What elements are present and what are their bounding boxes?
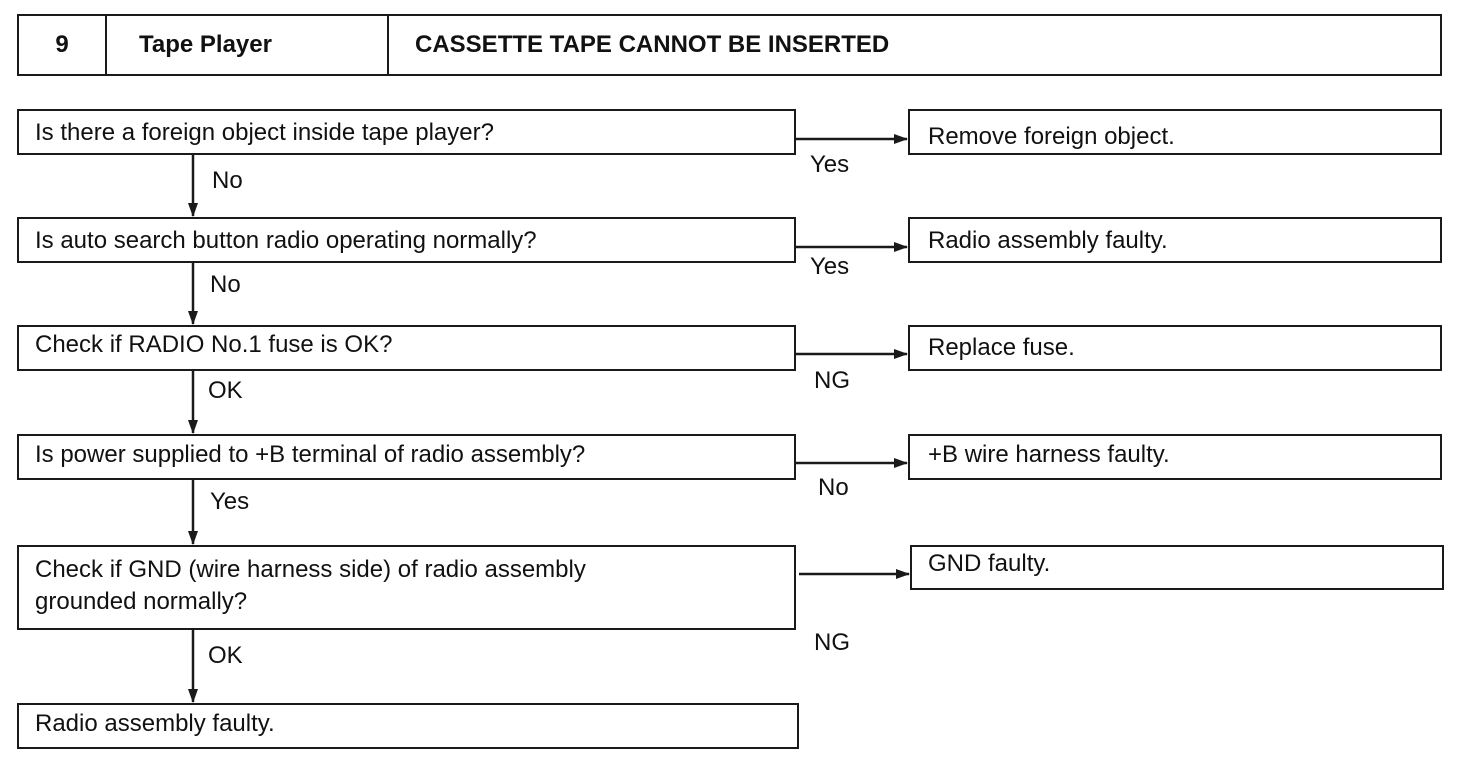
question-text: Is power supplied to +B terminal of radi… — [35, 441, 586, 468]
result-box-3: Replace fuse. — [908, 325, 1442, 371]
result-box-1: Remove foreign object. — [908, 109, 1442, 155]
branch-label: NG — [814, 629, 850, 656]
system-name: Tape Player — [139, 31, 272, 58]
result-box-2: Radio assembly faulty. — [908, 217, 1442, 263]
question-text: Is auto search button radio operating no… — [35, 227, 537, 254]
branch-label: NG — [814, 367, 850, 394]
question-text-line-2: grounded normally? — [35, 588, 248, 615]
final-result-box: Radio assembly faulty. — [17, 703, 799, 749]
question-text-line-1: Check if GND (wire harness side) of radi… — [35, 556, 586, 583]
down-label: No — [210, 271, 241, 298]
question-text: Check if RADIO No.1 fuse is OK? — [35, 331, 393, 358]
down-label: No — [212, 167, 243, 194]
question-box-3: Check if RADIO No.1 fuse is OK? — [17, 325, 796, 371]
down-label: OK — [208, 642, 243, 669]
header-divider — [387, 16, 389, 74]
question-box-2: Is auto search button radio operating no… — [17, 217, 796, 263]
question-box-1: Is there a foreign object inside tape pl… — [17, 109, 796, 155]
result-text: Remove foreign object. — [928, 123, 1175, 150]
branch-label: No — [818, 474, 849, 501]
symptom-title: CASSETTE TAPE CANNOT BE INSERTED — [415, 31, 890, 58]
final-result-text: Radio assembly faulty. — [35, 710, 275, 737]
result-text: Radio assembly faulty. — [928, 227, 1168, 254]
question-box-4: Is power supplied to +B terminal of radi… — [17, 434, 796, 480]
branch-label: Yes — [810, 151, 850, 178]
result-box-4: +B wire harness faulty. — [908, 434, 1442, 480]
down-label: OK — [208, 377, 243, 404]
result-text: +B wire harness faulty. — [928, 441, 1170, 468]
question-box-5: Check if GND (wire harness side) of radi… — [17, 545, 796, 630]
step-number: 9 — [55, 31, 69, 58]
down-label: Yes — [210, 488, 250, 515]
result-box-5: GND faulty. — [910, 545, 1444, 590]
result-text: Replace fuse. — [928, 334, 1075, 361]
header-divider — [105, 16, 107, 74]
question-text: Is there a foreign object inside tape pl… — [35, 119, 494, 146]
header-bar: 9 Tape Player CASSETTE TAPE CANNOT BE IN… — [17, 14, 1442, 76]
result-text: GND faulty. — [928, 550, 1051, 577]
branch-label: Yes — [810, 253, 850, 280]
